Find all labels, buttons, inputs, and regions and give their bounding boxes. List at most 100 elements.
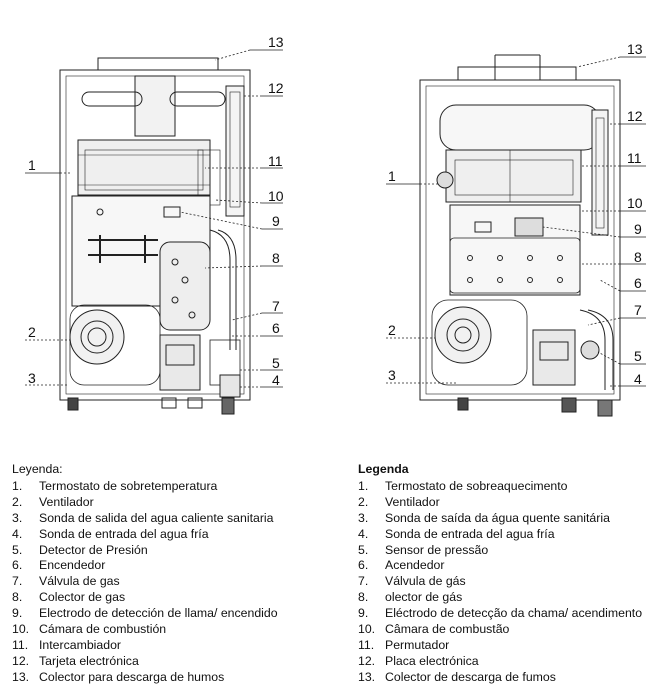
legend-item-text: Sonda de entrada del agua fría bbox=[385, 526, 555, 541]
right-callout-5: 5 bbox=[634, 348, 642, 364]
right-heater-drawing bbox=[419, 54, 621, 417]
legend-item-number: 9. bbox=[12, 606, 23, 621]
left-callout-1: 1 bbox=[28, 157, 36, 173]
legend-item-number: 2. bbox=[12, 494, 23, 509]
legend-item-text: Termostato de sobretemperatura bbox=[39, 478, 218, 493]
legend-item: 1. Termostato de sobretemperatura bbox=[12, 479, 278, 495]
legend-item-text: Encendedor bbox=[39, 558, 106, 573]
legend-item: 4. Sonda de entrada del agua fría bbox=[358, 527, 642, 543]
legend-item-number: 12. bbox=[358, 653, 376, 668]
legend-item: 7. Válvula de gas bbox=[12, 574, 278, 590]
legend-item: 8.olector de gás bbox=[358, 590, 642, 606]
left-heater-drawing bbox=[59, 57, 251, 415]
legend-item-number: 7. bbox=[12, 574, 23, 589]
legend-item: 2. Ventilador bbox=[358, 495, 642, 511]
legend-item-text: Ventilador bbox=[385, 494, 440, 509]
legend-item-number: 7. bbox=[358, 574, 369, 589]
left-callout-5: 5 bbox=[272, 355, 280, 371]
legend-item-text: Termostato de sobreaquecimento bbox=[385, 478, 568, 493]
legend-item-text: Placa electrónica bbox=[385, 653, 479, 668]
legend-item-number: 11. bbox=[358, 637, 375, 652]
legend-item: 9.Eléctrodo de detecção da chama/ acendi… bbox=[358, 606, 642, 622]
legend-item-number: 12. bbox=[12, 653, 30, 668]
legend-item-text: Colector para descarga de humos bbox=[39, 669, 225, 684]
left-callout-12: 12 bbox=[268, 80, 284, 96]
legend-item: 10. Cámara de combustión bbox=[12, 622, 278, 638]
legend-item-number: 11. bbox=[12, 637, 29, 652]
legend-item-number: 8. bbox=[12, 590, 23, 605]
left-callout-7: 7 bbox=[272, 298, 280, 314]
legend-item: 12. Tarjeta electrónica bbox=[12, 654, 278, 670]
legend-item-number: 1. bbox=[358, 478, 369, 493]
right-callout-2: 2 bbox=[388, 322, 396, 338]
right-callout-1: 1 bbox=[388, 168, 396, 184]
legend-item-text: Válvula de gas bbox=[39, 574, 120, 589]
legend-item-number: 3. bbox=[12, 510, 23, 525]
legend-item-text: Sonda de entrada del agua fría bbox=[39, 526, 209, 541]
right-callout-9: 9 bbox=[634, 221, 642, 237]
legend-item: 3.Sonda de saída da água quente sanitári… bbox=[358, 511, 642, 527]
legend-item: 2.Ventilador bbox=[12, 495, 278, 511]
legend-item-number: 1. bbox=[12, 478, 23, 493]
legend-item-number: 6. bbox=[12, 558, 23, 573]
legend-spanish: Leyenda: 1. Termostato de sobretemperatur… bbox=[12, 462, 278, 686]
legend-portuguese: Legenda 1. Termostato de sobreaquecimento… bbox=[358, 462, 642, 686]
legend-title: Legenda bbox=[358, 462, 409, 476]
right-callout-10: 10 bbox=[627, 195, 643, 211]
legend-item: 11. Intercambiador bbox=[12, 638, 278, 654]
left-callout-11: 11 bbox=[268, 153, 283, 169]
legend-item: 13.Colector de descarga de fumos bbox=[358, 670, 642, 686]
left-callout-numbers: 1 2 3 4 5 6 7 8 9 10 11 12 13 bbox=[28, 34, 284, 388]
legend-item-text: Permutador bbox=[385, 637, 450, 652]
legend-item-number: 6. bbox=[358, 558, 369, 573]
legend-item-text: Colector de descarga de fumos bbox=[385, 669, 556, 684]
right-callout-4: 4 bbox=[634, 371, 642, 387]
legend-item: 7.Válvula de gás bbox=[358, 574, 642, 590]
legend-item: 13. Colector para descarga de humos bbox=[12, 670, 278, 686]
right-callout-12: 12 bbox=[627, 108, 643, 124]
legend-item-text: Detector de Presión bbox=[39, 542, 148, 557]
legend-item-number: 4. bbox=[12, 526, 23, 541]
legend-item: 6.Acendedor bbox=[358, 558, 642, 574]
legend-item-text: Intercambiador bbox=[39, 637, 122, 652]
legend-item-number: 2. bbox=[358, 494, 369, 509]
legend-item-text: olector de gás bbox=[385, 590, 463, 605]
legend-item-text: Sonda de saída da água quente sanitária bbox=[385, 510, 610, 525]
left-callout-13: 13 bbox=[268, 34, 284, 50]
right-callout-lines bbox=[386, 56, 646, 387]
legend-item-text: Câmara de combustão bbox=[385, 622, 510, 637]
left-callout-lines bbox=[25, 49, 283, 388]
legend-item-text: Sensor de pressão bbox=[385, 542, 489, 557]
right-callout-13: 13 bbox=[627, 41, 643, 57]
legend-item: 1. Termostato de sobreaquecimento bbox=[358, 479, 642, 495]
legend-item-text: Tarjeta electrónica bbox=[39, 653, 139, 668]
legend-item: 8. Colector de gas bbox=[12, 590, 278, 606]
legend-item-text: Electrodo de detección de llama/ encendi… bbox=[39, 606, 278, 621]
legend-item-number: 13. bbox=[12, 669, 30, 684]
legend-item: 9. Electrodo de detección de llama/ encen… bbox=[12, 606, 278, 622]
legend-item-number: 10. bbox=[358, 622, 376, 637]
right-callout-6: 6 bbox=[634, 275, 642, 291]
legend-title: Leyenda: bbox=[12, 462, 63, 476]
legend-item: 5. Sensor de pressão bbox=[358, 543, 642, 559]
legend-item-text: Sonda de salida del agua caliente sanita… bbox=[39, 510, 274, 525]
left-callout-10: 10 bbox=[268, 188, 284, 204]
left-callout-8: 8 bbox=[272, 250, 280, 266]
legend-item-text: Eléctrodo de detecção da chama/ acendime… bbox=[385, 606, 643, 621]
legend-item-number: 4. bbox=[358, 526, 369, 541]
legend-list: 1. Termostato de sobreaquecimento 2. Venti… bbox=[358, 479, 642, 686]
legend-item-text: Colector de gas bbox=[39, 590, 126, 605]
legend-item-number: 10. bbox=[12, 622, 30, 637]
legend-item: 6. Encendedor bbox=[12, 558, 278, 574]
legend-item: 3. Sonda de salida del agua caliente sani… bbox=[12, 511, 278, 527]
left-callout-6: 6 bbox=[272, 320, 280, 336]
left-callout-4: 4 bbox=[272, 372, 280, 388]
left-callout-3: 3 bbox=[28, 370, 36, 386]
left-callout-2: 2 bbox=[28, 324, 36, 340]
legend-item: 5.Detector de Presión bbox=[12, 543, 278, 559]
heater-diagrams: 1 2 3 4 5 6 7 8 9 10 11 12 13 1 2 3 4 5 … bbox=[25, 34, 646, 417]
legend-item: 11. Permutador bbox=[358, 638, 642, 654]
left-callout-9: 9 bbox=[272, 213, 280, 229]
legend-item-number: 5. bbox=[358, 542, 369, 557]
legend-item-text: Cámara de combustión bbox=[39, 622, 167, 637]
